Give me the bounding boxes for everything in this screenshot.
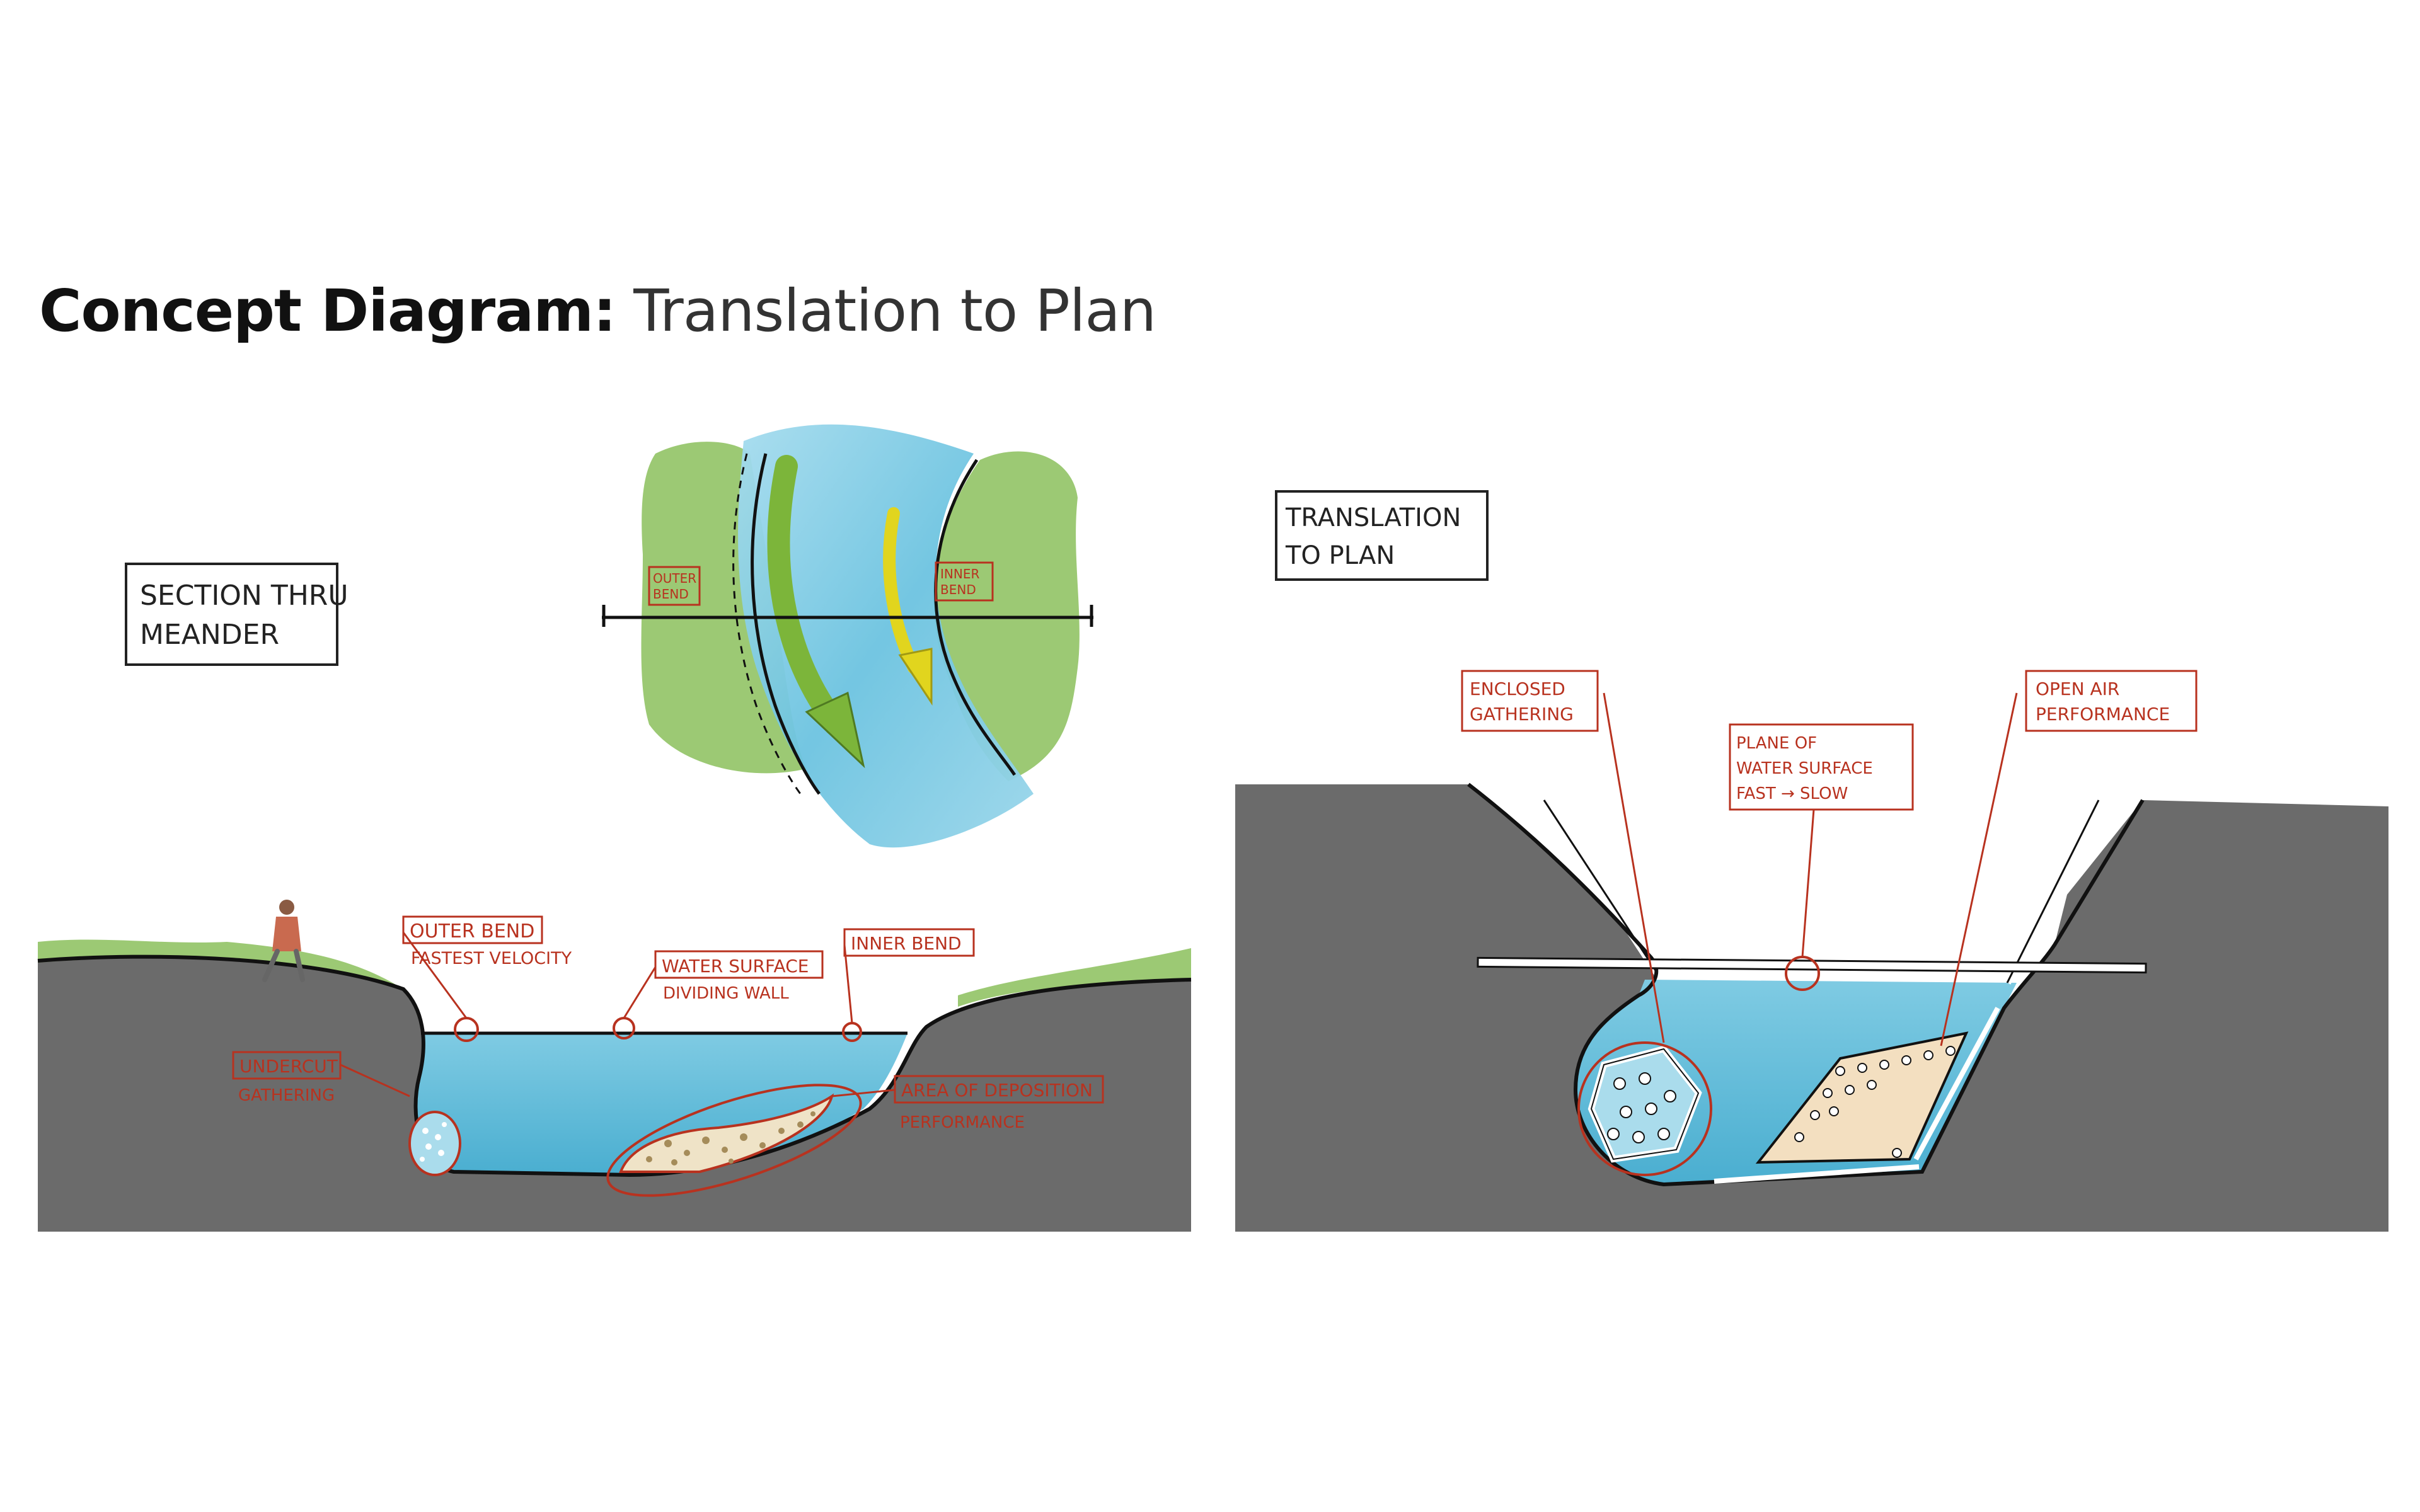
- right-bank-outline: [1467, 782, 2145, 1187]
- left-section-panel: SECTION THRU MEANDER OUTER BEND FASTEST …: [37, 563, 1192, 1232]
- plan-inner-bend-line1: INNER: [940, 566, 979, 581]
- open-air-stage: [1714, 1007, 2000, 1184]
- callout-water-plane: PLANE OF WATER SURFACE FAST → SLOW: [1729, 723, 1914, 811]
- enclosed-gathering-outline: [1577, 1041, 1712, 1176]
- page-title: Concept Diagram: Translation to Plan: [39, 277, 1156, 345]
- callout-water-surface-sub: DIVIDING WALL: [663, 984, 789, 1003]
- callout-enclosed-gathering: ENCLOSED GATHERING: [1461, 670, 1599, 732]
- callout-open-air: OPEN AIR PERFORMANCE: [2025, 670, 2198, 732]
- callout-plane-line3: FAST → SLOW: [1736, 784, 1848, 803]
- meander-plan-sketch: OUTER BEND INNER BEND: [602, 424, 1093, 848]
- deposition-pebbles: [646, 1111, 815, 1166]
- callout-deposition-title: AREA OF DEPOSITION: [901, 1080, 1093, 1101]
- fast-flow-arrow: [767, 455, 846, 736]
- callout-undercut: UNDERCUT GATHERING: [232, 1051, 342, 1105]
- right-leader-lines: [1603, 692, 2018, 1046]
- translation-to-plan-box: TRANSLATION TO PLAN: [1275, 490, 1489, 581]
- slow-flow-arrowhead: [898, 648, 933, 706]
- callout-deposition-sub: PERFORMANCE: [900, 1113, 1025, 1132]
- right-translation-panel: TRANSLATION TO PLAN ENCLOSED GATHERING P…: [1235, 490, 2388, 1232]
- plan-stream: [738, 424, 1034, 848]
- undercut-gathering: [408, 1111, 461, 1176]
- callout-water-surface: WATER SURFACE DIVIDING WALL: [654, 950, 824, 1003]
- left-bank-outline: [37, 954, 1192, 1177]
- page-title-bold: Concept Diagram:: [39, 277, 616, 345]
- callout-undercut-sub: GATHERING: [238, 1086, 335, 1105]
- callout-outer-bend-title: OUTER BEND: [410, 920, 534, 942]
- callout-outer-bend-sub: FASTEST VELOCITY: [411, 949, 572, 968]
- callout-outer-bend: OUTER BEND FASTEST VELOCITY: [402, 915, 572, 968]
- section-label-line1: SECTION THRU: [140, 580, 349, 612]
- right-ground: [1235, 784, 2388, 1232]
- plan-outer-bend-line2: BEND: [653, 587, 689, 602]
- callout-deposition: AREA OF DEPOSITION PERFORMANCE: [894, 1075, 1104, 1132]
- callout-open-line1: OPEN AIR: [2036, 679, 2119, 699]
- page-title-light: Translation to Plan: [615, 277, 1156, 345]
- plan-label-outer-bend: OUTER BEND: [648, 566, 701, 606]
- deposition-outline: [606, 1084, 862, 1197]
- callout-enclosed-line1: ENCLOSED: [1470, 679, 1565, 699]
- callout-plane-line2: WATER SURFACE: [1736, 759, 1873, 778]
- callout-open-line2: PERFORMANCE: [2036, 704, 2170, 724]
- plan-outer-bank-dashed: [732, 453, 802, 794]
- left-grass-right: [958, 948, 1191, 1007]
- slow-flow-arrow: [883, 507, 920, 674]
- deposition-area: [619, 1093, 834, 1173]
- person-figure: [262, 900, 305, 982]
- section-thru-meander-box: SECTION THRU MEANDER: [125, 563, 349, 666]
- plan-inner-bank: [934, 459, 1017, 776]
- section-label-line2: MEANDER: [140, 619, 279, 651]
- callout-water-surface-title: WATER SURFACE: [662, 956, 809, 976]
- translation-label-line2: TO PLAN: [1285, 541, 1395, 570]
- plan-label-inner-bend: INNER BEND: [935, 561, 994, 602]
- left-ground: [38, 956, 1191, 1232]
- plan-outer-bank: [751, 453, 821, 795]
- callout-inner-bend-title: INNER BEND: [851, 933, 962, 954]
- left-grass-left: [38, 939, 403, 989]
- plan-inner-bend-line2: BEND: [940, 582, 976, 597]
- undercut-dots: [420, 1122, 447, 1162]
- callout-plane-line1: PLANE OF: [1736, 734, 1817, 753]
- plan-outer-bend-line1: OUTER: [653, 571, 696, 586]
- translation-label-line1: TRANSLATION: [1285, 503, 1461, 532]
- callout-undercut-title: UNDERCUT: [239, 1056, 338, 1077]
- stage-edge: [1714, 1164, 1920, 1184]
- callout-enclosed-line2: GATHERING: [1470, 704, 1574, 724]
- fast-flow-arrowhead: [805, 691, 865, 769]
- left-leader-lines: [340, 932, 896, 1097]
- callout-inner-bend: INNER BEND: [843, 928, 975, 957]
- enclosed-gathering: [1577, 1041, 1712, 1176]
